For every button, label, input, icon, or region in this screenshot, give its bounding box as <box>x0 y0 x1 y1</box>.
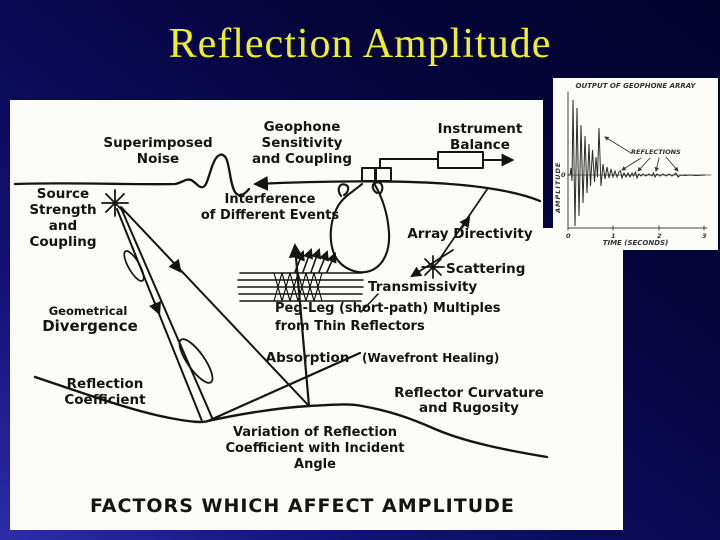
label-geophone-sensitivity: Geophone Sensitivity and Coupling <box>251 119 353 167</box>
inset-seismic-trace <box>567 99 706 227</box>
coupling-blob <box>329 181 391 274</box>
geophone-array-inset: OUTPUT OF GEOPHONE ARRAY AMPLITUDE 0 0 1… <box>553 78 718 250</box>
label-reflector-curvature: Reflector Curvature and Rugosity <box>394 385 544 416</box>
instrument-box <box>437 151 515 169</box>
diagram-drawing <box>13 151 549 459</box>
label-from-thin-reflectors: from Thin Reflectors <box>275 319 425 334</box>
inset-x-tick-2: 2 <box>657 232 662 240</box>
inset-chart-drawing <box>567 91 712 231</box>
label-interference: Interference of Different Events <box>200 192 340 223</box>
inset-x-tick-1: 1 <box>611 232 616 240</box>
diagram-caption: FACTORS WHICH AFFECT AMPLITUDE <box>90 495 515 517</box>
label-geometrical: Geometrical <box>48 304 128 318</box>
diagram-paper-extension <box>543 228 623 530</box>
thin-reflector-layers <box>237 248 364 302</box>
inset-x-label: TIME (SECONDS) <box>602 239 669 247</box>
inset-x-tick-3: 3 <box>702 232 707 240</box>
label-absorption: Absorption <box>265 350 350 366</box>
label-variation-incident: Variation of Reflection Coefficient with… <box>225 425 405 472</box>
reflector-curve <box>33 375 549 459</box>
seismic-ray-cones <box>116 206 310 422</box>
peg-leg-arrows <box>294 248 337 273</box>
inset-title: OUTPUT OF GEOPHONE ARRAY <box>575 82 696 90</box>
scatter-star-icon <box>421 255 445 279</box>
label-source-strength: Source Strength and Coupling <box>29 186 97 250</box>
label-array-directivity: Array Directivity <box>407 226 533 242</box>
transmissivity-pointer <box>360 293 379 313</box>
source-star-icon <box>101 189 129 217</box>
label-superimposed-noise: Superimposed Noise <box>103 135 213 167</box>
amplitude-factors-diagram: Superimposed Noise Geophone Sensitivity … <box>10 100 623 530</box>
label-divergence: Divergence <box>42 317 138 335</box>
label-reflection-coefficient: Reflection Coefficient <box>64 376 146 408</box>
label-peg-leg: Peg-Leg (short-path) Multiples <box>275 301 501 316</box>
diagram-paper <box>10 100 543 530</box>
label-wavefront-healing: (Wavefront Healing) <box>362 351 500 365</box>
slide-title: Reflection Amplitude <box>168 21 552 67</box>
ground-surface-line <box>13 153 542 203</box>
geophone-symbol <box>361 158 439 182</box>
inset-zero-label: 0 <box>561 171 566 179</box>
inset-reflection-arrows <box>604 136 679 172</box>
scattering-group <box>410 187 489 279</box>
label-transmissivity: Transmissivity <box>368 279 478 295</box>
inset-x-tick-0: 0 <box>566 232 571 240</box>
label-scattering: Scattering <box>446 261 526 277</box>
label-instrument-balance: Instrument Balance <box>437 121 523 153</box>
inset-reflections-annotation: REFLECTIONS <box>631 148 681 156</box>
